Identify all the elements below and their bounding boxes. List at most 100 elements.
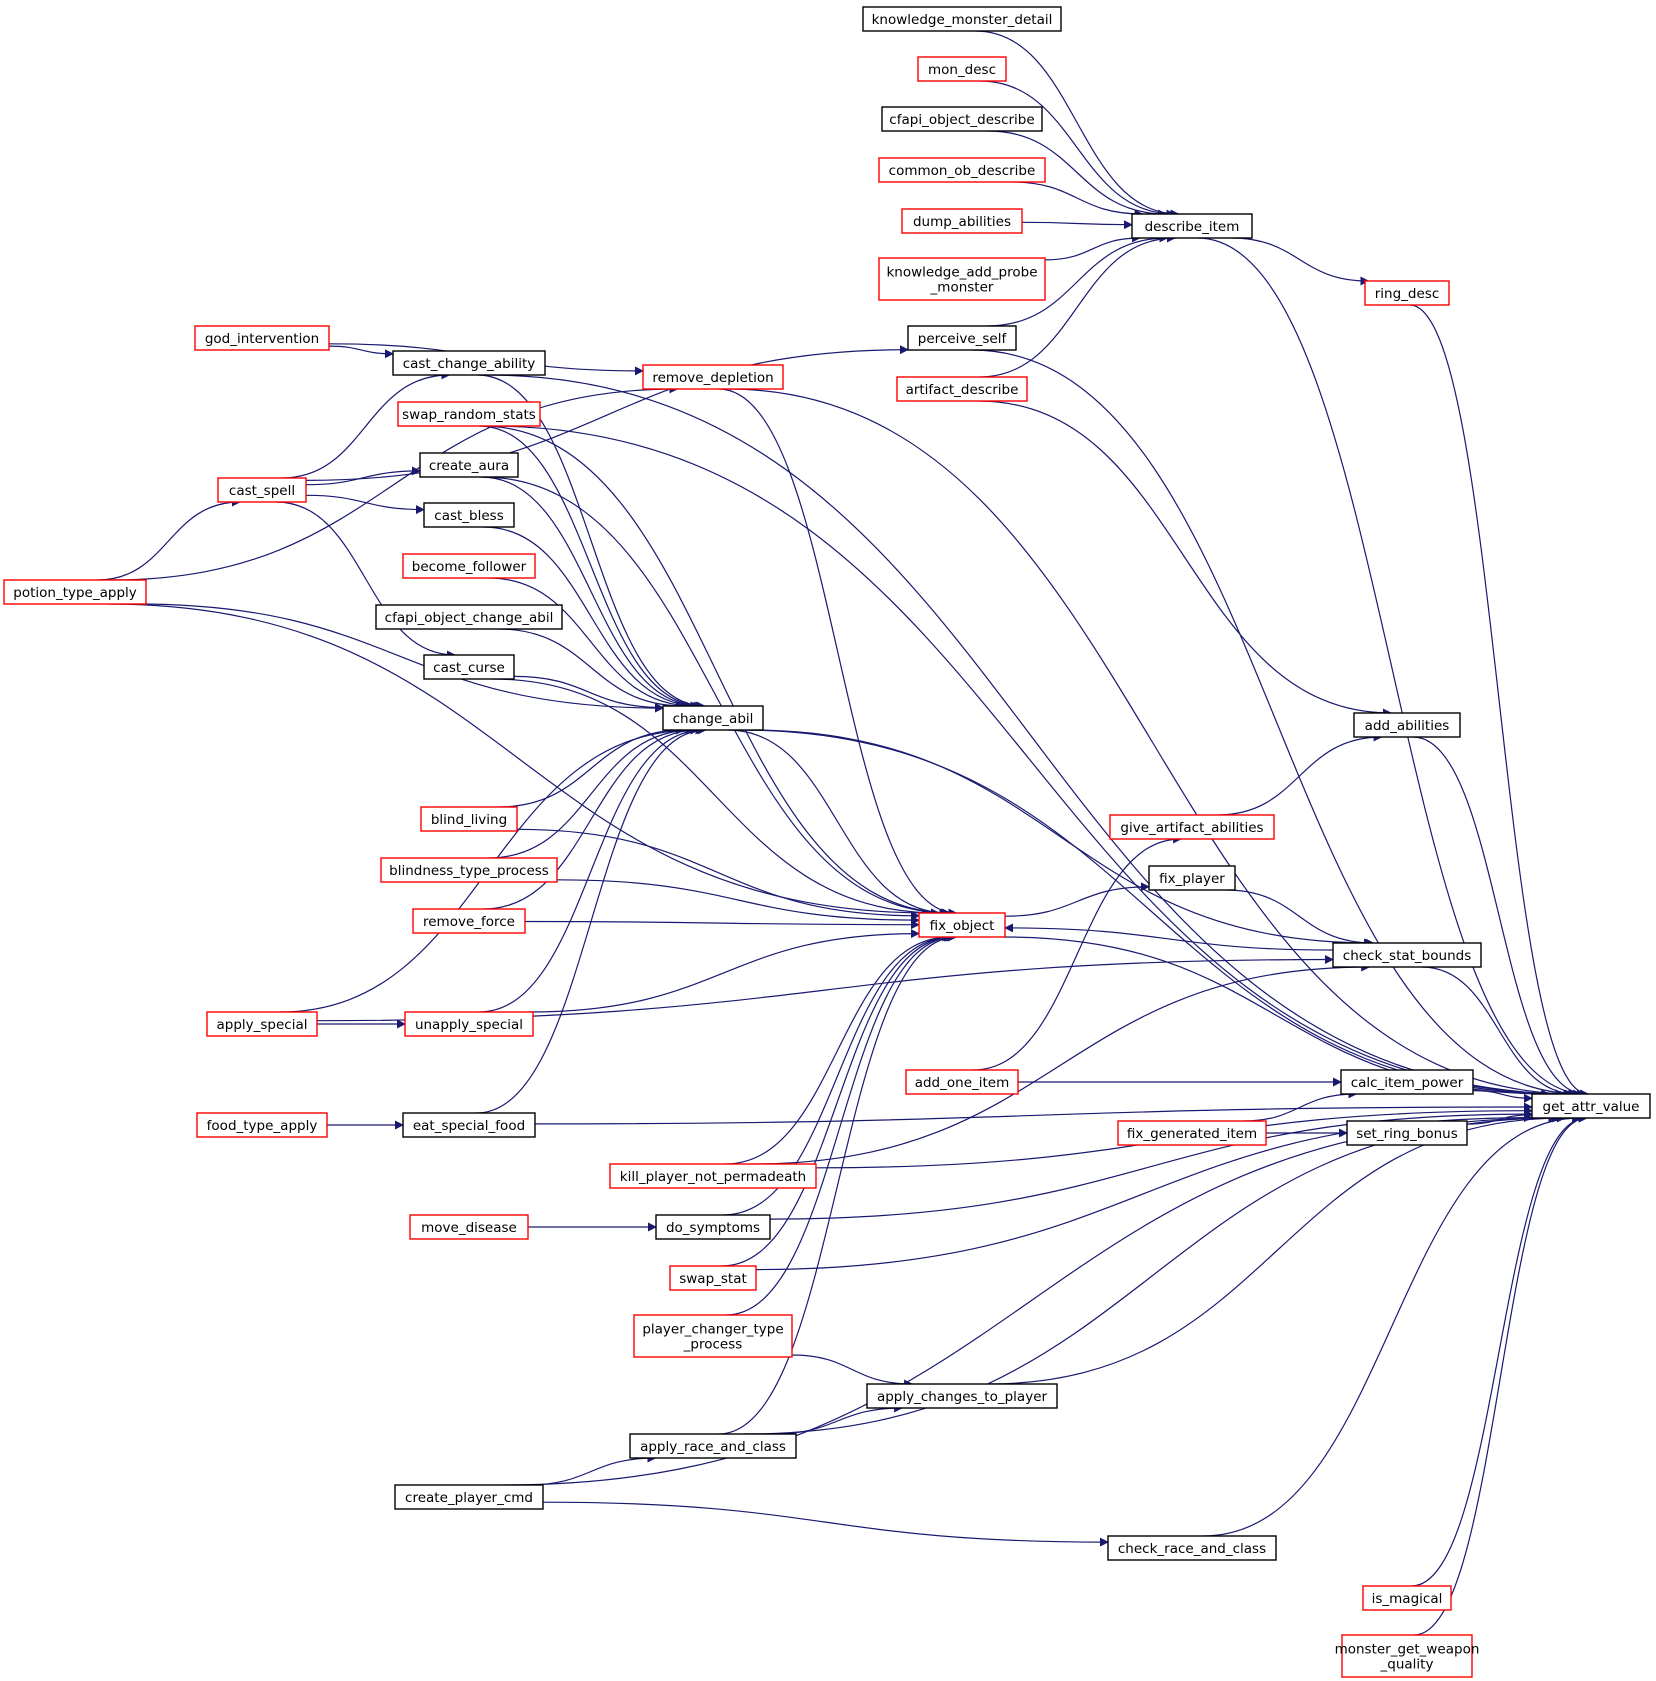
node-do-symptoms[interactable]: do_symptoms (655, 1214, 771, 1240)
node-label: fix_player (1159, 871, 1225, 887)
node-cast-spell[interactable]: cast_spell (217, 477, 307, 503)
node-apply-changes-to-player[interactable]: apply_changes_to_player (866, 1383, 1058, 1409)
node-label: apply_race_and_class (640, 1439, 786, 1455)
node-create-player-cmd[interactable]: create_player_cmd (394, 1484, 544, 1510)
node-describe-item[interactable]: describe_item (1131, 213, 1253, 239)
node-monster-get-weapon-quality[interactable]: monster_get_weapon_quality (1335, 1634, 1480, 1678)
edge-fix-generated-item-to-calc-item-power (1242, 1089, 1358, 1122)
node-box (1362, 1585, 1452, 1611)
node-ring-desc[interactable]: ring_desc (1364, 280, 1450, 306)
node-apply-race-and-class[interactable]: apply_race_and_class (629, 1433, 797, 1459)
node-unapply-special[interactable]: unapply_special (404, 1011, 534, 1037)
node-cfapi-object-describe[interactable]: cfapi_object_describe (881, 106, 1043, 132)
node-knowledge-add-probe-monster[interactable]: knowledge_add_probe_monster (878, 257, 1046, 301)
edge-create-player-cmd-to-check-race-and-class (542, 1501, 1109, 1547)
node-label: cast_spell (229, 483, 295, 499)
edge-blindness-type-process-to-change-abil (488, 725, 695, 859)
node-box (629, 1433, 797, 1459)
node-give-artifact-abilities[interactable]: give_artifact_abilities (1109, 814, 1275, 840)
node-box (3, 579, 147, 605)
node-move-disease[interactable]: move_disease (409, 1214, 529, 1240)
node-box (1117, 1120, 1267, 1146)
node-artifact-describe[interactable]: artifact_describe (896, 376, 1028, 402)
node-add-abilities[interactable]: add_abilities (1353, 712, 1461, 738)
node-dump-abilities[interactable]: dump_abilities (901, 208, 1023, 234)
edge-remove-depletion-to-fix-object (718, 388, 958, 918)
edge-fix-player-to-check-stat-bounds (1225, 889, 1375, 948)
node-label: ring_desc (1375, 286, 1440, 302)
node-common-ob-describe[interactable]: common_ob_describe (878, 157, 1046, 183)
edge-remove-depletion-to-get-attr-value (727, 388, 1578, 1099)
edge-potion-type-apply-to-remove-depletion (110, 384, 679, 581)
node-label: food_type_apply (207, 1118, 318, 1134)
node-cast-change-ability[interactable]: cast_change_ability (392, 350, 546, 376)
node-become-follower[interactable]: become_follower (402, 553, 536, 579)
node-label: check_stat_bounds (1343, 948, 1471, 964)
node-box (669, 1265, 757, 1291)
node-label: dump_abilities (913, 214, 1011, 230)
node-add-one-item[interactable]: add_one_item (905, 1069, 1019, 1095)
node-perceive-self[interactable]: perceive_self (907, 325, 1017, 351)
node-change-abil[interactable]: change_abil (662, 705, 764, 731)
node-fix-player[interactable]: fix_player (1148, 865, 1236, 891)
node-blind-living[interactable]: blind_living (420, 806, 518, 832)
node-check-race-and-class[interactable]: check_race_and_class (1107, 1535, 1277, 1561)
node-food-type-apply[interactable]: food_type_apply (196, 1112, 328, 1138)
node-label: create_aura (429, 458, 509, 474)
edge-check-race-and-class-to-get-attr-value (1202, 1113, 1582, 1537)
node-god-intervention[interactable]: god_intervention (194, 325, 330, 351)
node-label: mon_desc (928, 62, 996, 78)
node-label: cast_curse (433, 660, 505, 676)
node-label: player_changer_type (642, 1322, 783, 1338)
node-label: remove_depletion (652, 370, 773, 386)
node-is-magical[interactable]: is_magical (1362, 1585, 1452, 1611)
node-label: potion_type_apply (13, 585, 137, 601)
node-create-aura[interactable]: create_aura (419, 452, 519, 478)
node-swap-stat[interactable]: swap_stat (669, 1265, 757, 1291)
node-label: add_abilities (1365, 718, 1450, 734)
node-box (375, 604, 563, 630)
node-calc-item-power[interactable]: calc_item_power (1340, 1069, 1474, 1095)
node-box (1346, 1120, 1468, 1146)
node-knowledge-monster-detail[interactable]: knowledge_monster_detail (862, 6, 1062, 32)
node-swap-random-stats[interactable]: swap_random_stats (397, 401, 541, 427)
node-set-ring-bonus[interactable]: set_ring_bonus (1346, 1120, 1468, 1146)
node-label: kill_player_not_permadeath (620, 1169, 806, 1185)
node-kill-player-not-permadeath[interactable]: kill_player_not_permadeath (609, 1163, 817, 1189)
node-box (196, 1112, 328, 1138)
node-box (380, 857, 558, 883)
node-cfapi-object-change-abil[interactable]: cfapi_object_change_abil (375, 604, 563, 630)
node-cast-bless[interactable]: cast_bless (423, 502, 515, 528)
node-box (1531, 1093, 1651, 1119)
node-check-stat-bounds[interactable]: check_stat_bounds (1332, 942, 1482, 968)
node-label: monster_get_weapon (1335, 1642, 1480, 1658)
node-cast-curse[interactable]: cast_curse (423, 654, 515, 680)
node-label: create_player_cmd (405, 1490, 533, 1506)
edge-swap-random-stats-to-change-abil (478, 425, 705, 711)
node-mon-desc[interactable]: mon_desc (917, 56, 1007, 82)
node-apply-special[interactable]: apply_special (206, 1011, 318, 1037)
node-fix-object[interactable]: fix_object (918, 912, 1006, 938)
node-box (402, 553, 536, 579)
node-box (633, 1314, 793, 1358)
node-box (1131, 213, 1253, 239)
node-box (917, 56, 1007, 82)
node-blindness-type-process[interactable]: blindness_type_process (380, 857, 558, 883)
edge-remove-force-to-fix-object (524, 920, 920, 930)
node-label: change_abil (673, 711, 754, 727)
node-eat-special-food[interactable]: eat_special_food (402, 1112, 536, 1138)
node-label: knowledge_monster_detail (872, 12, 1053, 28)
node-fix-generated-item[interactable]: fix_generated_item (1117, 1120, 1267, 1146)
node-remove-depletion[interactable]: remove_depletion (642, 364, 784, 390)
edge-monster-get-weapon-quality-to-get-attr-value (1413, 1113, 1588, 1636)
node-potion-type-apply[interactable]: potion_type_apply (3, 579, 147, 605)
node-label: apply_changes_to_player (877, 1389, 1048, 1405)
edge-create-aura-to-change-abil (480, 476, 703, 711)
node-label: move_disease (421, 1220, 517, 1236)
edge-kill-player-not-permadeath-to-fix-object (724, 932, 951, 1165)
edge-cast-curse-to-change-abil (513, 675, 664, 712)
node-box (194, 325, 330, 351)
edge-cast-curse-to-fix-object (491, 678, 940, 918)
node-player-changer-type-process[interactable]: player_changer_type_process (633, 1314, 793, 1358)
node-remove-force[interactable]: remove_force (412, 908, 526, 934)
